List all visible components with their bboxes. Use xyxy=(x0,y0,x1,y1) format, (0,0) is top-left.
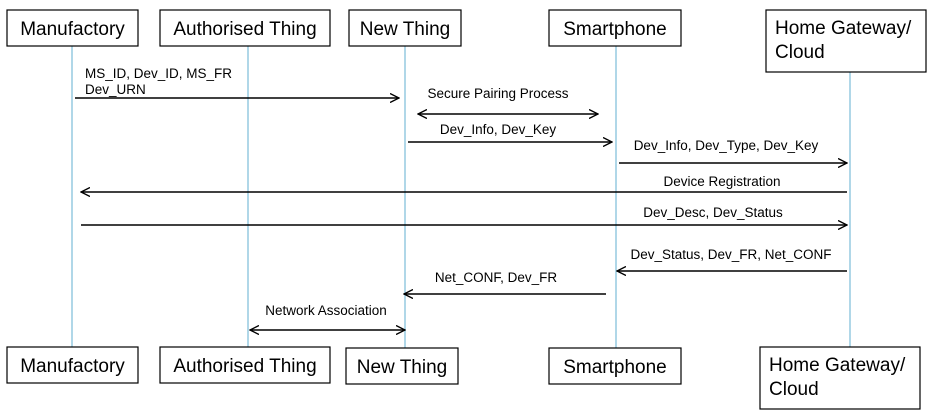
message-dev-desc-status: Dev_Desc, Dev_Status xyxy=(81,205,847,225)
actor-label: Authorised Thing xyxy=(173,356,316,377)
actor-label: Smartphone xyxy=(563,19,667,40)
actor-box-manufactory-bot: Manufactory xyxy=(6,346,139,384)
message-netconf-devfr: Net_CONF, Dev_FR xyxy=(404,270,606,294)
message-label: Dev_Info, Dev_Key xyxy=(440,122,557,137)
actor-label: Manufactory xyxy=(20,356,125,377)
message-label: Dev_URN xyxy=(85,82,146,97)
message-label: Net_CONF, Dev_FR xyxy=(435,270,558,285)
actor-box-border xyxy=(759,346,921,410)
actor-box-border xyxy=(6,346,139,384)
actor-label: Manufactory xyxy=(20,19,125,40)
actor-box-border xyxy=(159,9,331,47)
actor-box-home-gateway-top: Home Gateway/Cloud xyxy=(765,9,927,73)
actor-label: Smartphone xyxy=(563,357,667,378)
lifelines xyxy=(71,46,851,348)
message-device-registration: Device Registration xyxy=(81,174,847,192)
actor-box-border xyxy=(765,9,927,73)
actor-box-smartphone-top: Smartphone xyxy=(548,9,682,47)
actor-box-border xyxy=(548,9,682,47)
message-dev-info-type-key: Dev_Info, Dev_Type, Dev_Key xyxy=(619,138,847,163)
actor-box-authorised-thing-top: Authorised Thing xyxy=(159,9,331,47)
message-label: Secure Pairing Process xyxy=(427,86,568,101)
actor-label: Cloud xyxy=(775,42,825,63)
actor-label: Home Gateway/ xyxy=(775,18,912,39)
actor-label: New Thing xyxy=(357,357,447,378)
message-secure-pairing: Secure Pairing Process xyxy=(418,86,598,114)
actor-box-border xyxy=(345,347,459,385)
actor-box-new-thing-bot: New Thing xyxy=(345,347,459,385)
actor-box-border xyxy=(548,347,682,385)
actor-box-manufactory-top: Manufactory xyxy=(6,9,139,47)
actor-box-border xyxy=(6,9,139,47)
message-label: Dev_Desc, Dev_Status xyxy=(643,205,783,220)
message-dev-status-fr-netconf: Dev_Status, Dev_FR, Net_CONF xyxy=(617,247,847,271)
message-label: Network Association xyxy=(265,303,387,318)
message-label: Dev_Status, Dev_FR, Net_CONF xyxy=(630,247,831,262)
actor-box-home-gateway-bot: Home Gateway/Cloud xyxy=(759,346,921,410)
actor-label: Cloud xyxy=(769,379,819,400)
actor-label: New Thing xyxy=(360,19,450,40)
message-label: MS_ID, Dev_ID, MS_FR xyxy=(85,66,232,81)
message-label: Device Registration xyxy=(663,174,780,189)
actor-box-border xyxy=(348,9,462,47)
actor-label: Home Gateway/ xyxy=(769,355,906,376)
message-network-association: Network Association xyxy=(250,303,405,330)
actor-label: Authorised Thing xyxy=(173,19,316,40)
message-dev-info-key: Dev_Info, Dev_Key xyxy=(408,122,612,142)
actor-box-border xyxy=(159,346,331,384)
actor-box-new-thing-top: New Thing xyxy=(348,9,462,47)
message-label: Dev_Info, Dev_Type, Dev_Key xyxy=(634,138,819,153)
actor-box-smartphone-bot: Smartphone xyxy=(548,347,682,385)
actor-box-authorised-thing-bot: Authorised Thing xyxy=(159,346,331,384)
